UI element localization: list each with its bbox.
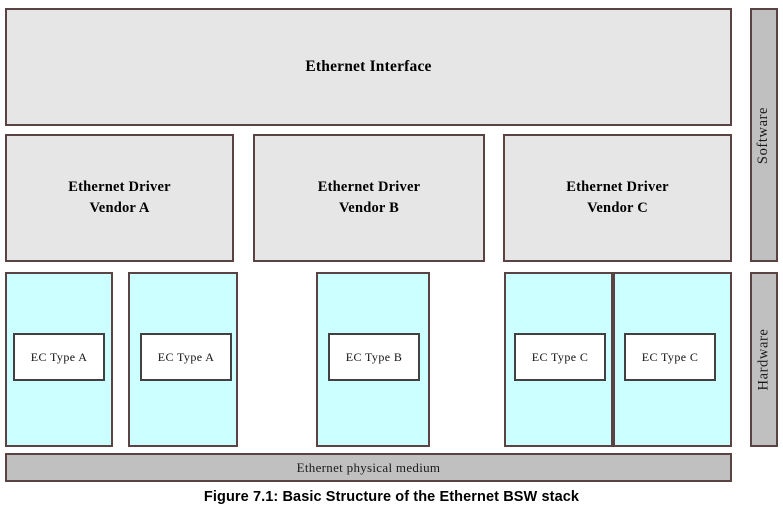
ethernet-physical-medium-label: Ethernet physical medium (296, 459, 441, 475)
driver-a-line1: Ethernet Driver (68, 178, 171, 195)
figure-caption: Figure 7.1: Basic Structure of the Ether… (203, 489, 580, 505)
driver-b-line1: Ethernet Driver (317, 178, 421, 195)
ethernet-driver-vendor-b-block: Ethernet Driver Vendor B (253, 134, 485, 262)
side-band-software-label: Software (755, 106, 772, 164)
ec-controller-2: EC Type A (140, 333, 232, 381)
side-band-hardware: Hardware (750, 272, 778, 447)
driver-b-text: Ethernet Driver Vendor B (318, 177, 420, 219)
ec-controller-2-label: EC Type A (157, 349, 215, 364)
ec-controller-1: EC Type A (13, 333, 105, 381)
ec-controller-5: EC Type C (624, 333, 716, 381)
ec-controller-1-label: EC Type A (30, 349, 88, 364)
driver-a-line2: Vendor A (89, 200, 150, 216)
ethernet-interface-block: Ethernet Interface (5, 8, 732, 126)
ethernet-interface-label: Ethernet Interface (305, 57, 432, 75)
side-band-software: Software (750, 8, 778, 262)
ec-controller-5-label: EC Type C (641, 349, 699, 364)
ec-controller-4: EC Type C (514, 333, 606, 381)
ethernet-physical-medium-bar: Ethernet physical medium (5, 453, 732, 482)
ec-controller-3-label: EC Type B (345, 349, 403, 364)
ec-controller-4-label: EC Type C (531, 349, 589, 364)
driver-c-line1: Ethernet Driver (566, 178, 669, 195)
driver-b-line2: Vendor B (338, 200, 399, 216)
ethernet-driver-vendor-c-block: Ethernet Driver Vendor C (503, 134, 732, 262)
ethernet-driver-vendor-a-block: Ethernet Driver Vendor A (5, 134, 234, 262)
driver-c-text: Ethernet Driver Vendor C (566, 177, 668, 219)
side-band-hardware-label: Hardware (755, 328, 772, 391)
driver-c-line2: Vendor C (587, 200, 648, 216)
ec-controller-3: EC Type B (328, 333, 420, 381)
driver-a-text: Ethernet Driver Vendor A (68, 177, 170, 219)
